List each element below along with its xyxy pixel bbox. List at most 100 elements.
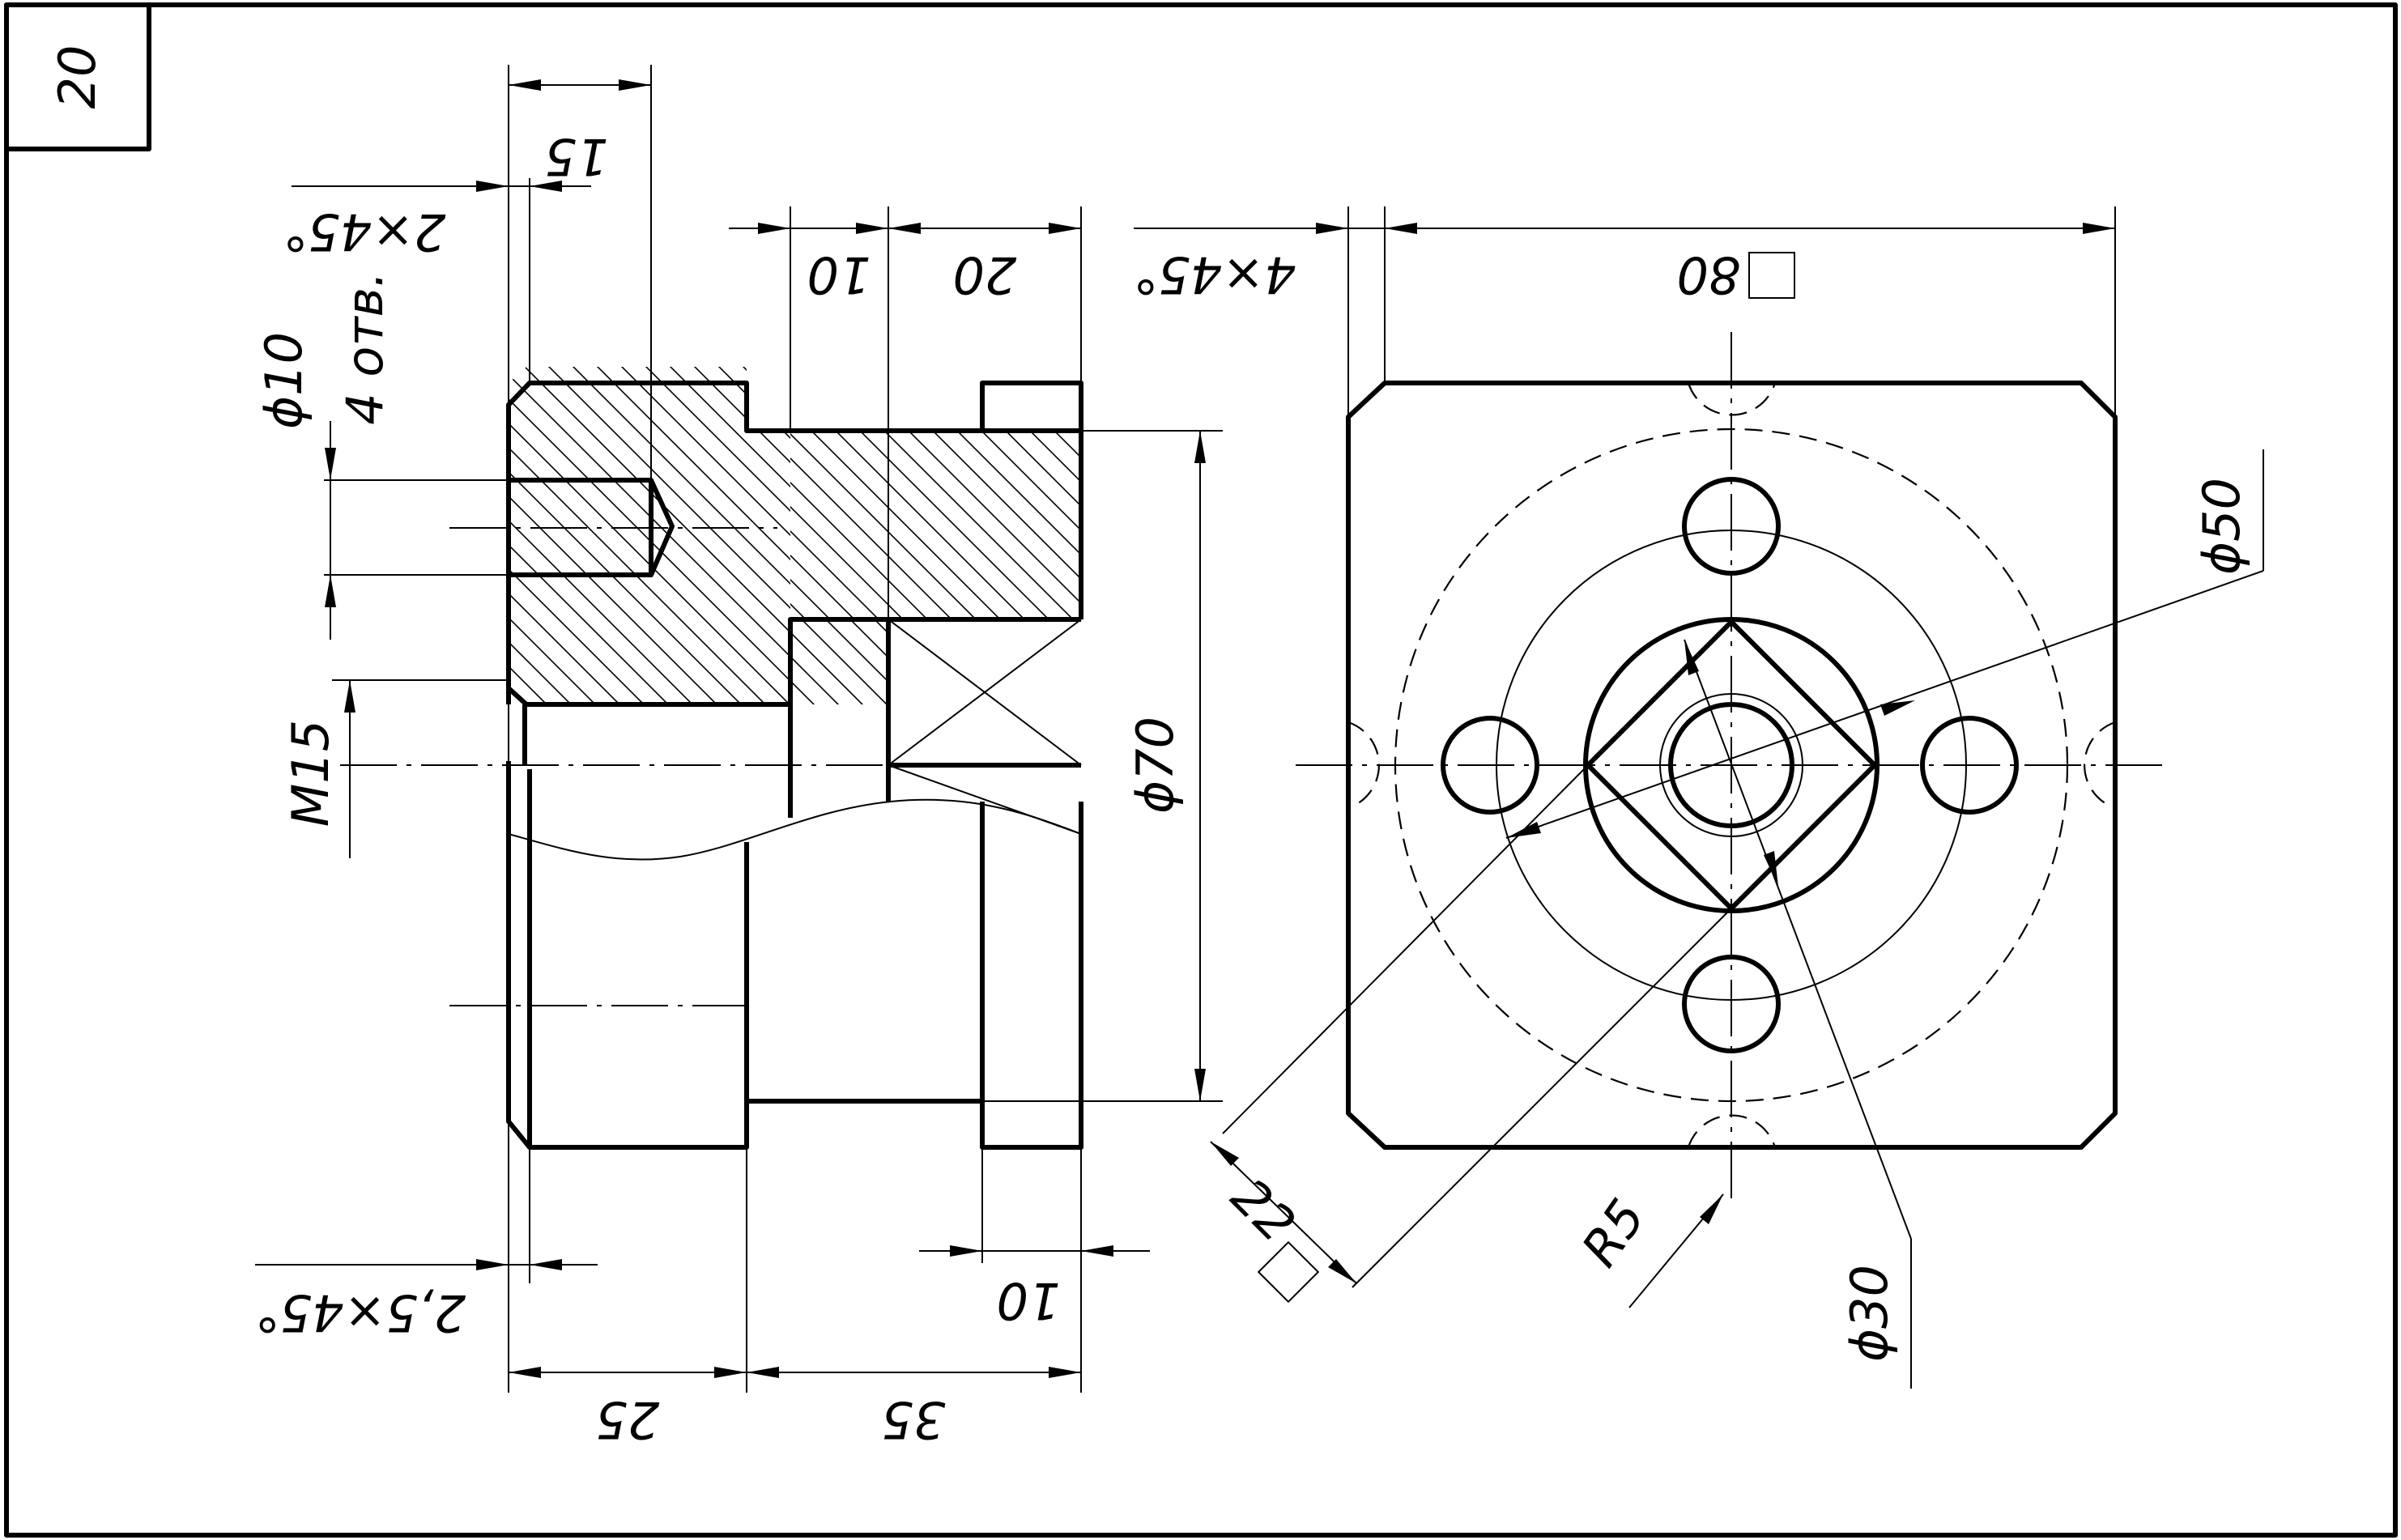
section-outline-lower [506, 761, 1083, 1150]
section-hatching-right [790, 431, 1081, 619]
arrow [714, 1367, 747, 1378]
hatch-line [790, 431, 956, 619]
dim-10b: 10 [997, 1271, 1061, 1330]
bolt-circle [1496, 530, 1967, 1001]
dim-phi30: ϕ30 [1840, 1265, 1899, 1362]
dim-phi10: ϕ10 [254, 332, 313, 429]
bolt-hole-left [1441, 716, 1539, 815]
hatch-line [509, 367, 722, 704]
hatch-line [902, 431, 1081, 619]
square-symbol-80 [1748, 252, 1795, 299]
dim-10: 10 [807, 245, 871, 304]
arrow [1049, 1367, 1081, 1378]
arrow [856, 223, 888, 234]
sheet-number: 20 [48, 45, 107, 109]
section-hatching [509, 367, 887, 704]
arrow [509, 79, 541, 91]
hatch-line [643, 367, 887, 704]
hatch-line [813, 367, 887, 704]
hatch-line [509, 367, 600, 704]
arrow [1194, 1069, 1206, 1101]
break-line [508, 798, 1082, 861]
hatch-line [1024, 431, 1081, 619]
hatch-line [509, 367, 649, 704]
section-outline-upper [506, 381, 1083, 704]
hatch-line [999, 431, 1081, 619]
dim-15: 15 [545, 127, 609, 186]
hatch-line [594, 367, 887, 704]
r5-arc-bottom [1687, 1114, 1777, 1148]
arrow [2083, 223, 2115, 234]
ext-sq22-b [1352, 908, 1732, 1288]
hatch-line [509, 367, 770, 704]
hatch-line [790, 431, 981, 619]
dim-square-80: 80 [1677, 245, 1741, 304]
thread-minor-circle [1668, 702, 1794, 828]
hatch-line [1072, 431, 1081, 619]
dim-m15: M15 [281, 720, 340, 827]
dim-chamfer-4x45: 4×45° [1133, 245, 1296, 304]
arrow [888, 223, 921, 234]
arrow [619, 79, 651, 91]
hatch-line [975, 431, 1081, 619]
hatch-line [546, 367, 887, 704]
blind-hole [509, 478, 675, 577]
dim-chamfer-25x45: 2,5×45° [255, 1283, 466, 1342]
bolt-hole-bottom [1682, 955, 1781, 1053]
hatch-line [790, 431, 932, 619]
arrow [530, 181, 562, 192]
hatch-line [509, 367, 673, 704]
arrow [1081, 1245, 1113, 1257]
front-view: 4×45° 80 ϕ50 ϕ30 22 R5 [1133, 206, 2264, 1389]
arrow [1211, 1142, 1239, 1166]
hatch-line [509, 367, 794, 704]
arrow [1049, 223, 1081, 234]
arrow [476, 1259, 509, 1270]
r5-arc-left [1347, 721, 1380, 810]
ext-sq22-a [1222, 764, 1589, 1134]
arrow [530, 1259, 562, 1270]
bolt-hole-right [1920, 716, 2019, 815]
arrow [509, 1367, 541, 1378]
thread-major-circle [1659, 693, 1803, 837]
arrow [325, 575, 336, 607]
hatch-line [790, 431, 908, 619]
hatch-line [509, 367, 746, 704]
dim-chamfer-2x45: 2×45° [283, 202, 445, 262]
arrow [758, 223, 790, 234]
section-view: 15 2×45° 10 20 ϕ10 4 отв. M15 ϕ70 2,5 [254, 65, 1223, 1449]
arrow [325, 448, 336, 480]
sheet-border [4, 2, 2398, 1538]
hatch-line [509, 367, 576, 704]
hatch-line [951, 431, 1081, 619]
hatch-line [667, 367, 887, 704]
hatch-line [854, 431, 1054, 619]
square-cross-2 [888, 619, 1082, 766]
arrow [950, 1245, 982, 1257]
arrow [1764, 851, 1778, 887]
arrow [1316, 223, 1348, 234]
bolt-hole-top [1682, 477, 1781, 576]
dim-phi70: ϕ70 [1126, 717, 1185, 814]
hatch-line [805, 431, 1005, 619]
hatch-line [1048, 431, 1081, 619]
hatch-line [570, 367, 887, 704]
arrow [1700, 1194, 1723, 1224]
hatch-line [790, 431, 883, 619]
dim-35: 35 [882, 1390, 946, 1449]
hatch-line [790, 431, 835, 619]
arrow [476, 181, 509, 192]
hatch-line [521, 367, 867, 704]
r5-arc-right [2084, 721, 2116, 810]
hatch-line [692, 367, 887, 704]
hatch-line [862, 367, 887, 704]
arrow [1684, 640, 1699, 675]
hatch-line [878, 431, 1078, 619]
hatch-line [790, 431, 859, 619]
dim-square-22: 22 [1220, 1167, 1306, 1253]
leader-phi30 [1684, 639, 1912, 1240]
dim-phi50: ϕ50 [2192, 478, 2251, 575]
dim-25: 25 [596, 1390, 660, 1449]
arrow [1328, 1259, 1356, 1283]
